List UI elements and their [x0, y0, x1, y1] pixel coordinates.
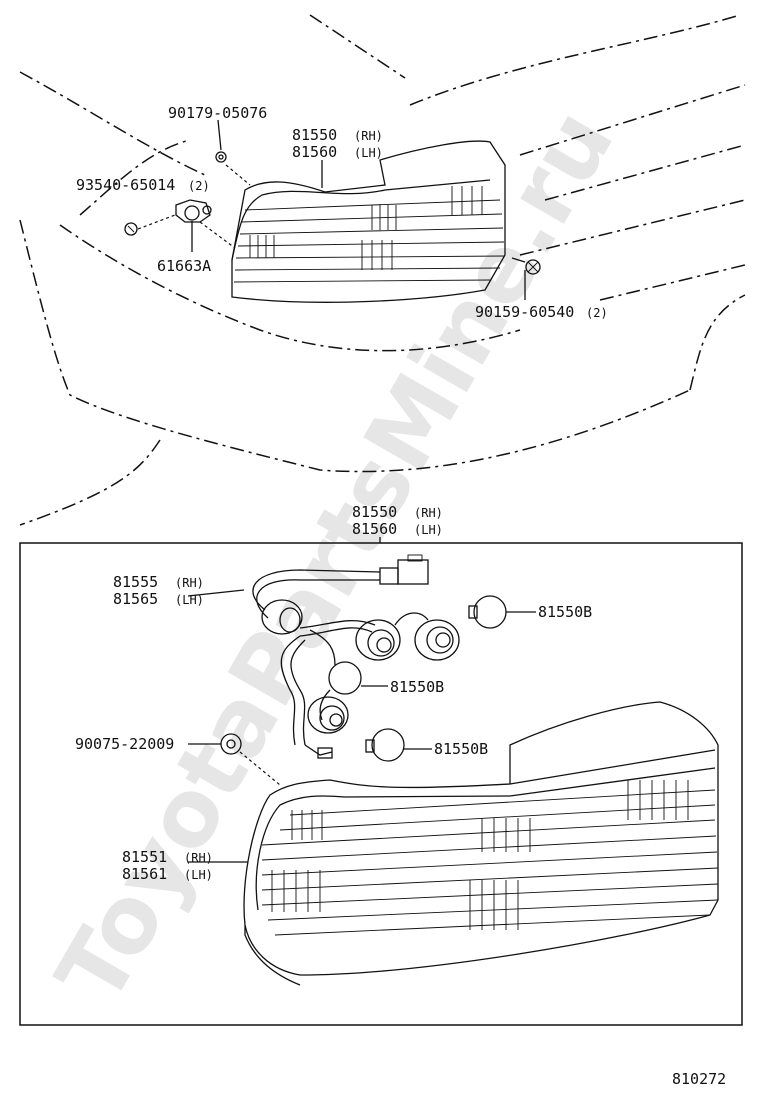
label-lens-lh-side: (LH)	[184, 868, 213, 882]
label-screw: 90159-60540	[475, 303, 574, 321]
header-lh: 81560	[352, 520, 397, 538]
label-lens-rh: 81551	[122, 848, 167, 866]
label-socket-lh: 81565	[113, 590, 158, 608]
socket-icon-c	[307, 696, 349, 734]
body-outline-roof	[19, 71, 206, 176]
figure-number: 810272	[672, 1070, 726, 1088]
label-lamp-rh: 81550	[292, 126, 337, 144]
label-lamp-rh-side: (RH)	[354, 129, 383, 143]
label-lens-rh-side: (RH)	[184, 851, 213, 865]
socket-icon-b	[414, 619, 460, 661]
exploded-view-frame	[19, 542, 743, 1026]
label-clip: 90179-05076	[168, 104, 267, 122]
label-nut-qty: (2)	[188, 179, 210, 193]
body-outline-side	[19, 219, 691, 473]
bracket-icon	[175, 199, 212, 223]
label-bracket: 61663A	[157, 257, 211, 275]
header-rh-side: (RH)	[414, 506, 443, 520]
top-view	[19, 14, 746, 526]
bulb-icon-c	[365, 728, 405, 762]
label-socket-rh: 81555	[113, 573, 158, 591]
body-outline-upper	[309, 14, 406, 79]
body-outline-trunk	[409, 14, 741, 106]
label-socket-rh-side: (RH)	[175, 576, 204, 590]
bulb-icon-a	[468, 595, 507, 629]
bulb-icon-b	[328, 661, 362, 695]
socket-wire-assembly	[252, 554, 429, 759]
socket-icon-a	[355, 619, 401, 661]
label-gasket: 90075-22009	[75, 735, 174, 753]
label-nut: 93540-65014	[76, 176, 175, 194]
label-lamp-lh-side: (LH)	[354, 146, 383, 160]
header-lh-side: (LH)	[414, 523, 443, 537]
screw-icon	[511, 257, 541, 275]
label-screw-qty: (2)	[586, 306, 608, 320]
clip-icon	[215, 151, 227, 163]
label-bulb-b: 81550B	[390, 678, 444, 696]
nut-icon	[124, 222, 138, 236]
label-bulb-c: 81550B	[434, 740, 488, 758]
header-rh: 81550	[352, 503, 397, 521]
label-lens-lh: 81561	[122, 865, 167, 883]
label-socket-lh-side: (LH)	[175, 593, 204, 607]
lens-assembly	[243, 701, 719, 986]
tail-lamp-assembly-top	[231, 140, 506, 303]
label-bulb-a: 81550B	[538, 603, 592, 621]
label-lamp-lh: 81560	[292, 143, 337, 161]
